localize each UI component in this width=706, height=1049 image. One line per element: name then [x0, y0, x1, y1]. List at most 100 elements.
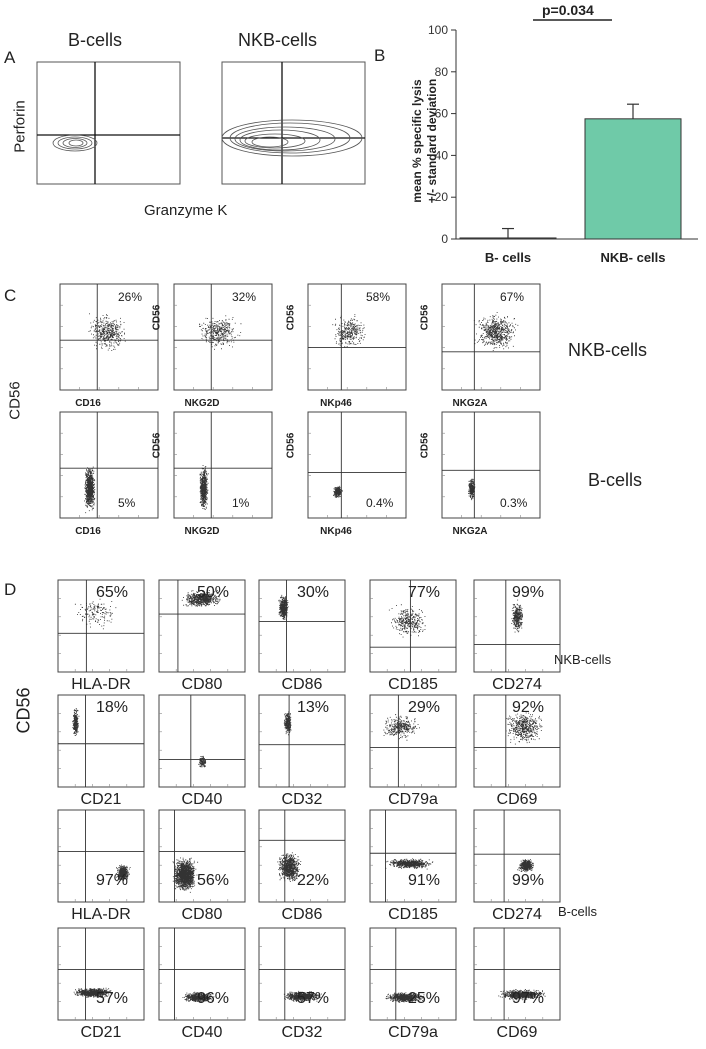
panel-d-percentage: 25%: [408, 990, 441, 1007]
panel-d-percentage: 91%: [408, 872, 441, 889]
y-tick-label: 40: [435, 148, 449, 162]
panel-d-percentage: 97%: [512, 990, 545, 1007]
panel-c-percentage: 0.4%: [366, 496, 394, 510]
panel-d-percentage: 57%: [96, 990, 129, 1007]
panel-c-xlabel: NKp46: [320, 398, 352, 409]
panel-b-ylabel-line1: mean % specific lysis: [410, 79, 424, 203]
scatter-dots: [332, 314, 366, 348]
y-tick-label: 20: [435, 190, 449, 204]
plot-frame: [258, 579, 346, 673]
scatter-dots: [283, 711, 292, 736]
panel-c-xlabel: NKG2A: [452, 398, 488, 409]
panel-d-ylabel: CD56: [13, 687, 34, 734]
plot-frame: [369, 694, 457, 788]
panel-d-percentage: 13%: [297, 699, 330, 716]
panel-a-title-nkbcells: NKB-cells: [238, 30, 318, 50]
plot-frame: [158, 927, 246, 1021]
panel-c-inner-ylabel: CD56: [151, 432, 163, 459]
scatter-dots: [278, 594, 289, 621]
plot-frame: [307, 411, 407, 519]
panel-d-xlabel: CD185: [388, 906, 438, 923]
panel-d-plots: [57, 579, 561, 1021]
panel-d-xlabel: CD274: [492, 906, 542, 923]
scatter-dots: [74, 598, 117, 630]
plot-frame: [307, 283, 407, 391]
panel-d-group-label-nkb: NKB-cells: [554, 652, 612, 667]
plot-frame: [57, 579, 145, 673]
panel-d-xlabel: CD185: [388, 676, 438, 693]
panel-d-xlabel: CD21: [80, 1024, 122, 1041]
plot-frame: [173, 411, 273, 519]
panel-a-xlabel: Granzyme K: [144, 202, 228, 219]
scatter-dots: [473, 312, 519, 351]
scatter-dots: [73, 987, 112, 998]
panel-b-ylabel-line2: +/- standard deviation: [425, 78, 439, 204]
panel-c-plots: [59, 283, 541, 519]
scatter-dots: [385, 858, 434, 870]
panel-d-percentage: 57%: [297, 990, 330, 1007]
panel-c-inner-ylabel: CD56: [419, 432, 431, 459]
panel-a-letter: A: [4, 48, 16, 67]
panel-d-xlabel: CD79a: [388, 1024, 438, 1041]
panel-d-xlabel: CD40: [181, 791, 223, 808]
plot-frame: [473, 927, 561, 1021]
panel-c-xlabel: NKp46: [320, 526, 352, 537]
panel-d-xlabel: CD79a: [388, 791, 438, 808]
plot-frame: [369, 927, 457, 1021]
plot-frame: [57, 809, 145, 903]
panel-d-percentage: 99%: [512, 584, 545, 601]
panel-d-percentage: 65%: [96, 584, 129, 601]
panel-d-percentage: 56%: [197, 872, 230, 889]
panel-d-xlabel: CD80: [181, 906, 223, 923]
panel-c-row-label-b: B-cells: [588, 470, 643, 490]
panel-d-xlabel: CD86: [281, 676, 323, 693]
scatter-dots: [498, 989, 546, 1001]
y-tick-label: 60: [435, 107, 449, 121]
panel-c-percentage: 1%: [232, 496, 250, 510]
panel-d-group-label-b: B-cells: [558, 904, 598, 919]
plot-frame: [258, 694, 346, 788]
panel-d-percentage: 96%: [197, 990, 230, 1007]
panel-d-xlabel: HLA-DR: [71, 906, 131, 923]
panel-d-percentage: 18%: [96, 699, 129, 716]
plot-frame: [57, 694, 145, 788]
panel-d-xlabel: HLA-DR: [71, 676, 131, 693]
panel-c-percentage: 5%: [118, 496, 136, 510]
panel-c-xlabel: CD16: [75, 398, 101, 409]
plot-frame: [369, 579, 457, 673]
scatter-dots: [198, 755, 207, 768]
panel-d-xlabel: CD40: [181, 1024, 223, 1041]
plot-frame: [473, 694, 561, 788]
scatter-dots: [505, 712, 543, 745]
panel-d-xlabel: CD86: [281, 906, 323, 923]
panel-c-inner-ylabel: CD56: [419, 304, 431, 331]
scatter-dots: [277, 852, 302, 882]
scatter-dots: [511, 599, 523, 633]
plot-frame: [473, 809, 561, 903]
plot-frame: [57, 927, 145, 1021]
panel-d-xlabel: CD80: [181, 676, 223, 693]
scatter-dots: [468, 478, 476, 501]
panel-d-xlabel: CD274: [492, 676, 542, 693]
panel-c-xlabel: NKG2A: [452, 526, 488, 537]
plot-frame: [441, 411, 541, 519]
panel-d-percentage: 97%: [96, 872, 129, 889]
scatter-dots: [72, 708, 80, 736]
plot-frame: [173, 283, 273, 391]
scatter-dots: [388, 604, 426, 638]
panel-b-letter: B: [374, 46, 386, 65]
panel-d-xlabel: CD32: [281, 1024, 323, 1041]
bar: [459, 237, 557, 240]
panel-a-plot-bcells: [36, 61, 181, 185]
panel-c-percentage: 0.3%: [500, 496, 528, 510]
scatter-dots: [385, 992, 425, 1003]
panel-c-inner-ylabel: CD56: [285, 304, 297, 331]
panel-d-percentage: 30%: [297, 584, 330, 601]
plot-frame: [369, 809, 457, 903]
panel-c-inner-ylabel: CD56: [285, 432, 297, 459]
panel-d-percentage: 92%: [512, 699, 545, 716]
x-category-label: NKB- cells: [600, 250, 665, 265]
scatter-dots: [181, 590, 221, 607]
